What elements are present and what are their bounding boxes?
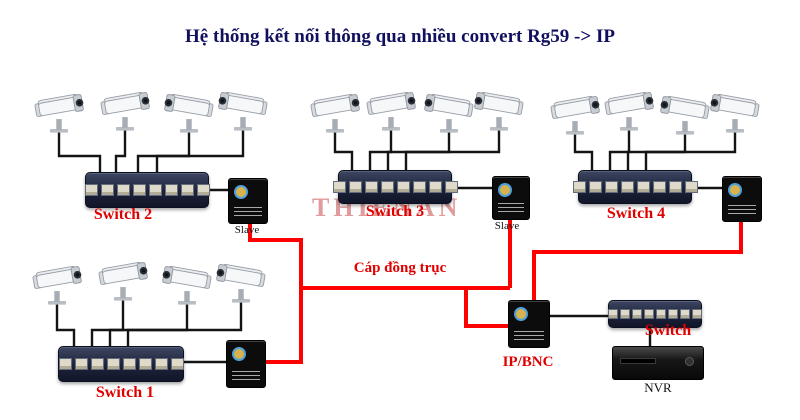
- converter-text: [234, 207, 262, 217]
- camera-cable-line: [404, 126, 501, 172]
- switch-1-label: Switch 1: [95, 384, 155, 401]
- coax-backbone-line: [248, 220, 303, 364]
- cctv-camera: [158, 258, 216, 306]
- bnc-connector-icon: [498, 183, 512, 197]
- camera-cable-line: [114, 126, 127, 174]
- cctv-camera: [94, 254, 152, 302]
- camera-cable-line: [608, 126, 631, 172]
- coax-backbone-line: [464, 288, 508, 328]
- camera-cable-line: [644, 128, 737, 172]
- cctv-camera: [160, 86, 218, 134]
- switch-1-device: [58, 346, 184, 382]
- cctv-camera: [212, 256, 270, 304]
- bnc-connector-icon: [232, 347, 246, 361]
- bnc-connector-icon: [728, 183, 742, 197]
- camera-cable-line: [108, 300, 189, 348]
- switch-bottom-right-device: [608, 300, 702, 328]
- switch-2-device: [84, 172, 210, 208]
- switch-2-label: Switch 2: [93, 206, 153, 223]
- cctv-camera: [470, 84, 528, 132]
- camera-cable-line: [386, 128, 451, 172]
- coax-converter-2: [492, 176, 530, 220]
- converter-text: [498, 203, 524, 213]
- cctv-camera: [214, 84, 272, 132]
- switch-3-label: Switch 3: [365, 203, 425, 220]
- camera-cable-line: [126, 298, 243, 348]
- converter-text: [514, 331, 544, 341]
- nvr-label: NVR: [644, 380, 672, 395]
- camera-cable-line: [90, 298, 125, 348]
- cctv-camera: [362, 84, 420, 132]
- switch-bottom-right-label: Switch: [644, 322, 692, 339]
- bnc-connector-icon: [514, 307, 528, 321]
- cctv-camera: [306, 86, 364, 134]
- nvr-device: [612, 346, 704, 380]
- ip-bnc-converter: [508, 300, 550, 348]
- camera-cable-line: [55, 300, 76, 348]
- camera-cable-line: [136, 128, 191, 174]
- ethernet-ports: [84, 184, 210, 196]
- cctv-camera: [600, 84, 658, 132]
- camera-cable-line: [333, 128, 354, 172]
- bnc-connector-icon: [234, 185, 248, 199]
- ethernet-ports: [58, 358, 184, 370]
- coax-converter-3: [722, 176, 762, 222]
- nvr-power-button: [685, 357, 694, 366]
- switch-4-device: [572, 170, 698, 204]
- slave-label-1: Slave: [234, 224, 260, 236]
- camera-cable-line: [155, 126, 245, 174]
- cctv-camera: [30, 86, 88, 134]
- coax-converter-4: [226, 340, 266, 388]
- ethernet-ports: [332, 181, 458, 193]
- slave-label-2: Slave: [494, 220, 520, 232]
- diagram-title: Hệ thống kết nối thông qua nhiều convert…: [185, 26, 615, 47]
- ethernet-ports: [572, 181, 698, 193]
- nvr-drive-slot: [621, 359, 655, 363]
- converter-text: [232, 371, 260, 381]
- cctv-camera: [706, 86, 764, 134]
- camera-cable-line: [57, 128, 102, 174]
- coax-backbone-line: [532, 218, 743, 302]
- cctv-camera: [96, 84, 154, 132]
- camera-cable-line: [573, 130, 594, 172]
- cctv-camera: [28, 258, 86, 306]
- ethernet-ports: [608, 309, 702, 319]
- camera-cable-line: [368, 126, 393, 172]
- coax-cable-label: Cáp đồng trục: [353, 260, 447, 276]
- converter-text: [728, 205, 756, 215]
- ip-bnc-label: IP/BNC: [502, 354, 554, 370]
- coax-converter-1: [228, 178, 268, 224]
- cctv-camera: [546, 88, 604, 136]
- switch-4-label: Switch 4: [606, 205, 666, 222]
- switch-3-device: [332, 170, 458, 204]
